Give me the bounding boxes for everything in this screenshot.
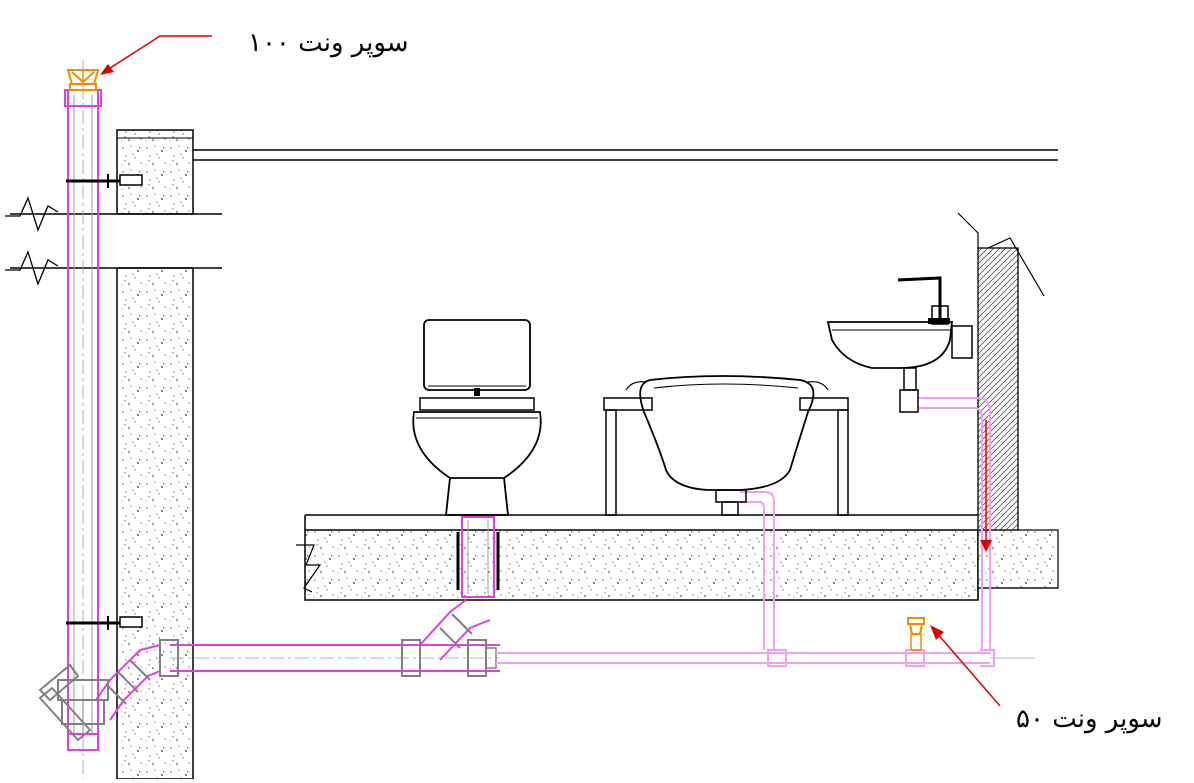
pipe-clamp-upper xyxy=(66,174,143,188)
vent-bottom-label: سوپر ونت ۵۰ xyxy=(1016,704,1163,734)
hatched-wall xyxy=(957,212,1045,600)
vertical-stack-pipe xyxy=(64,60,102,779)
toilet-icon xyxy=(412,319,542,516)
super-vent-100-icon xyxy=(66,69,100,91)
stack-base-wye xyxy=(38,663,109,751)
basin-faucet-icon xyxy=(897,276,950,325)
break-lines xyxy=(5,196,222,286)
branch-drain-50 xyxy=(496,649,1035,667)
ceiling-line xyxy=(193,149,1058,161)
toilet-wye-connection xyxy=(419,516,500,661)
bathtub-drain-riser xyxy=(740,491,775,650)
left-wall-lower xyxy=(116,267,194,780)
wash-basin-icon xyxy=(826,321,973,413)
pipe-clamp-lower xyxy=(66,616,143,630)
bathtub-icon xyxy=(603,375,849,516)
elbow-to-stack xyxy=(95,644,161,721)
super-vent-50-icon xyxy=(907,617,925,651)
vent-bottom-leader-arrow xyxy=(930,625,1001,707)
basin-drain-riser xyxy=(918,397,992,650)
vent-top-label: سوپر ونت ۱۰۰ xyxy=(248,28,409,58)
floor-slab xyxy=(296,514,1059,601)
left-wall-upper xyxy=(116,129,194,215)
vent-top-leader-arrow xyxy=(100,35,212,75)
horizontal-main-drain xyxy=(159,639,500,677)
